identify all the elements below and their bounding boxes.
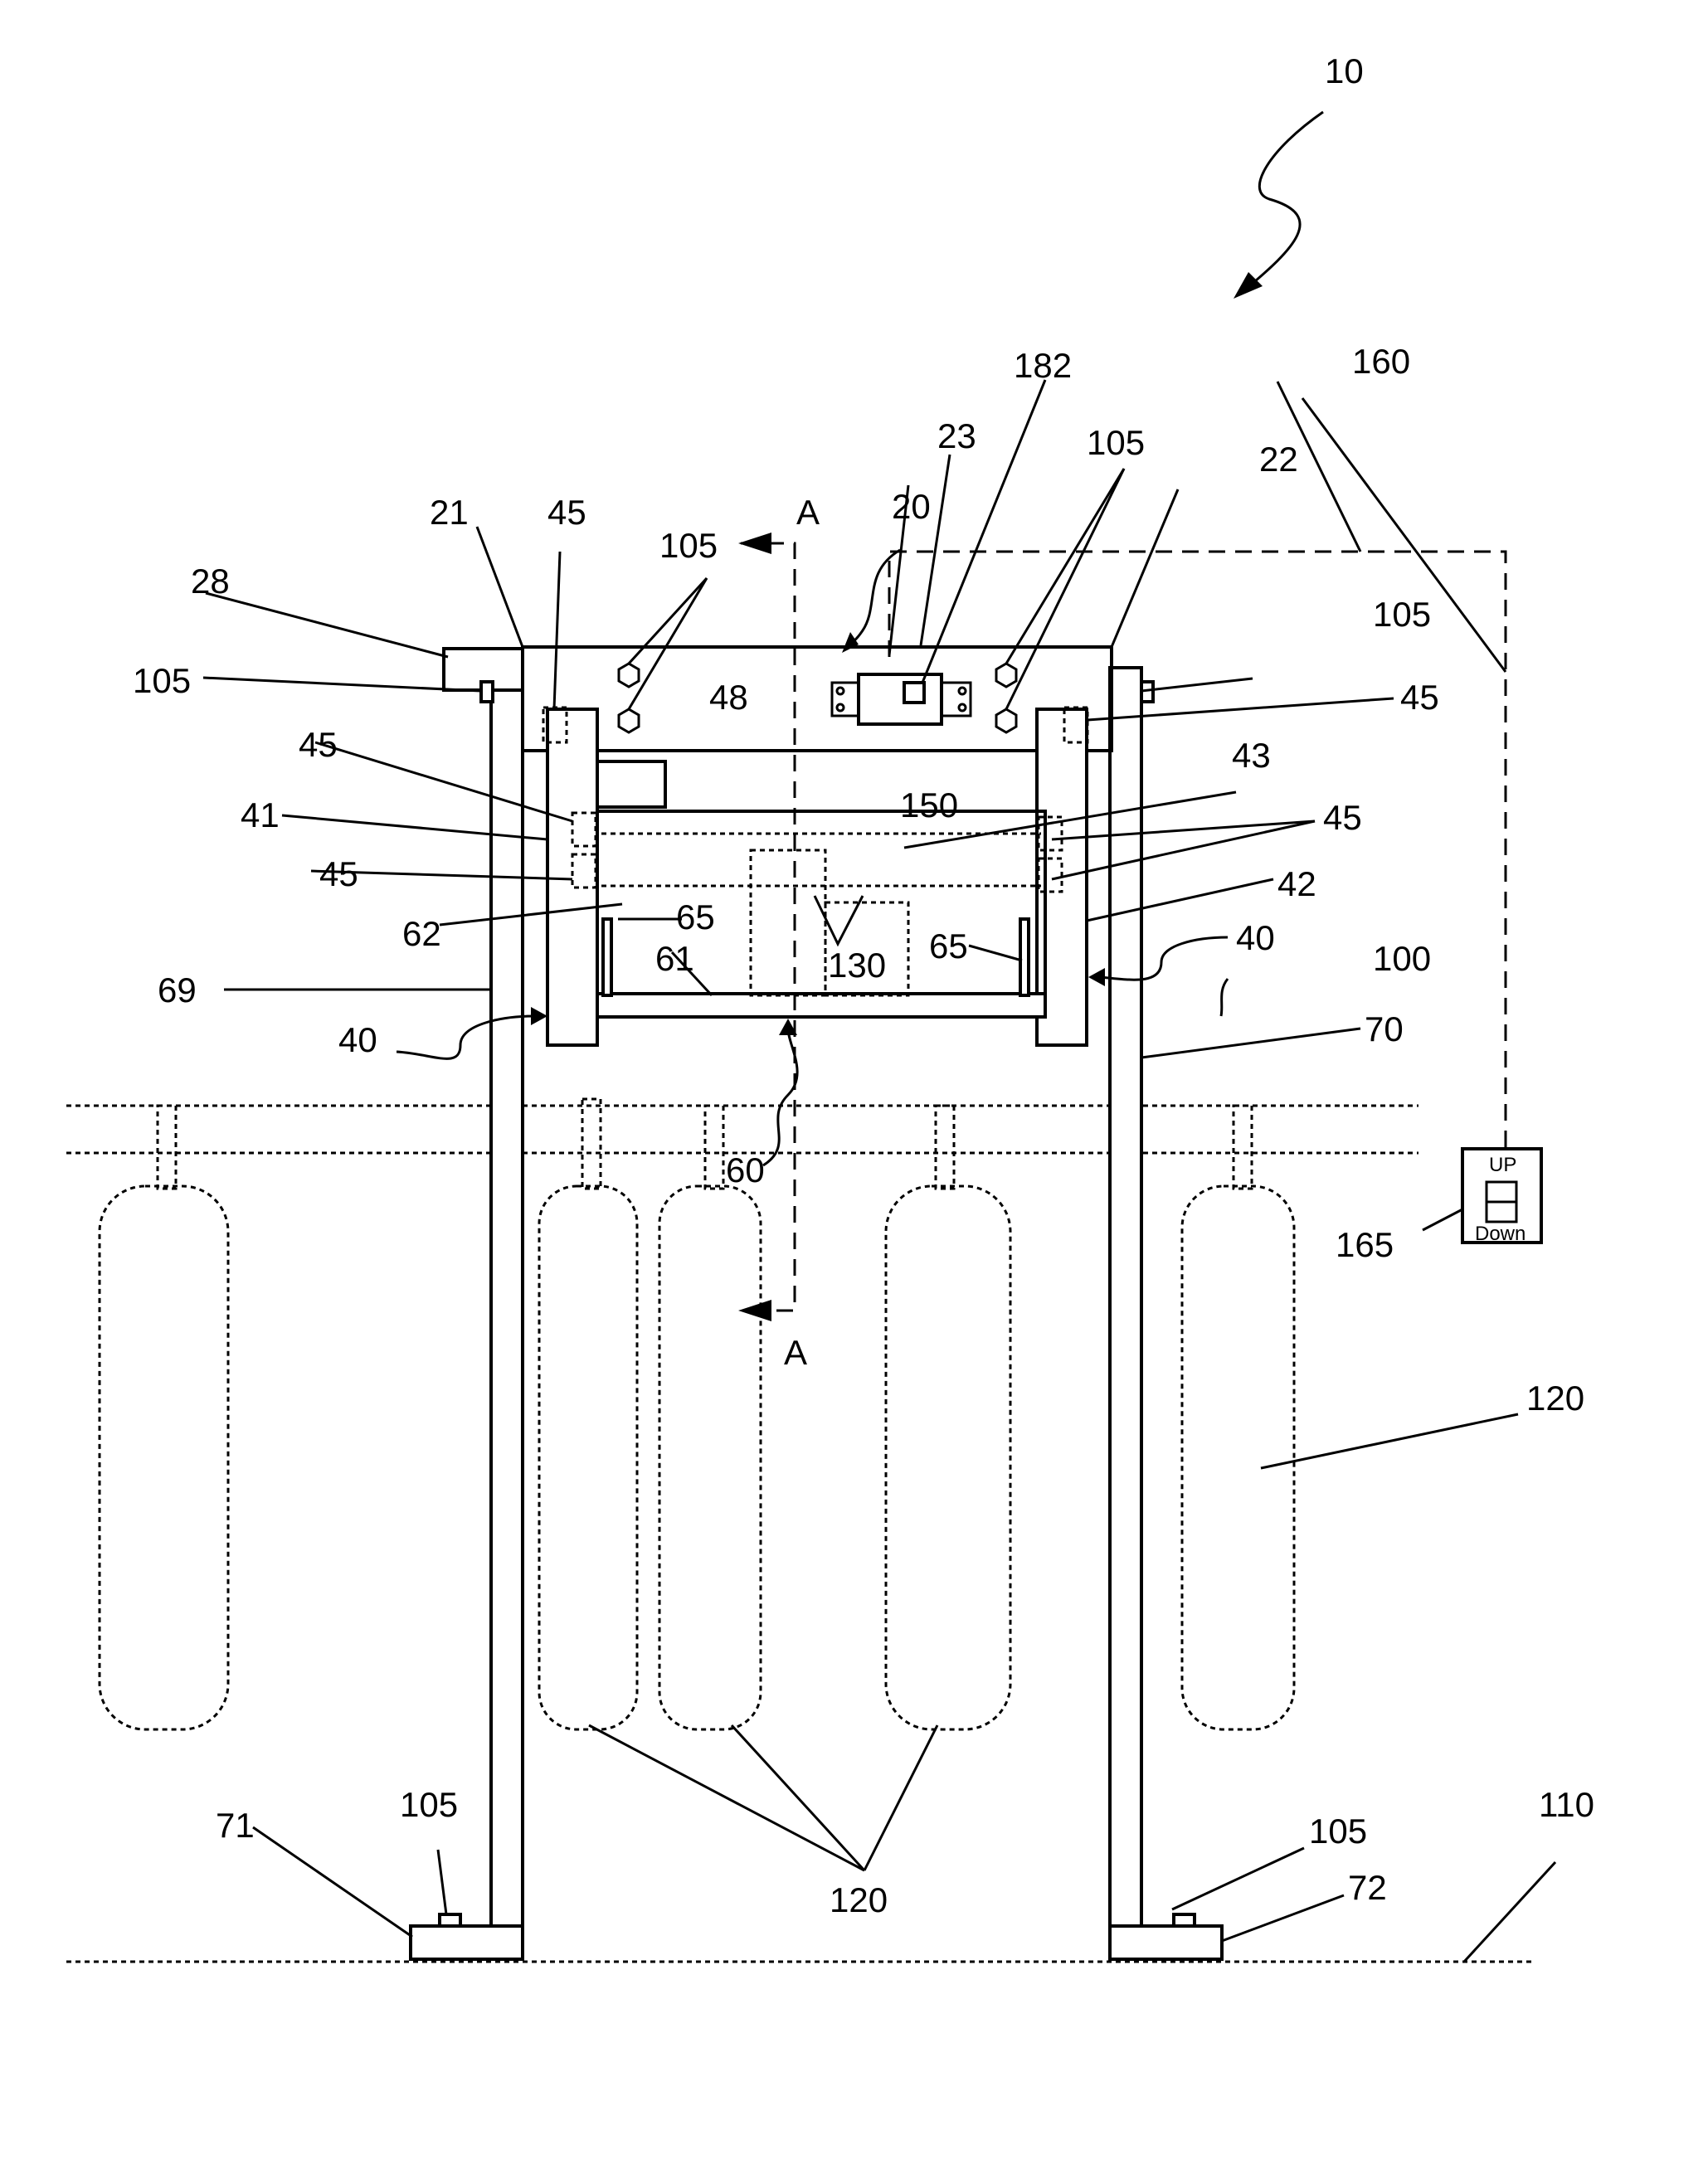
label-105-bottom-right: 105 [1309, 1812, 1367, 1851]
reference-arrow-10 [1234, 112, 1323, 299]
lift-bar-61 [597, 994, 1045, 1017]
label-105-top-left: 105 [659, 526, 718, 565]
top-beam [523, 647, 1112, 751]
left-foot [411, 1926, 523, 1959]
wiring-160 [889, 552, 1506, 1149]
label-105-left: 105 [133, 661, 191, 700]
label-45-right: 45 [1400, 678, 1439, 717]
controller-box [832, 674, 971, 724]
leader-lines [203, 380, 1555, 1962]
label-70: 70 [1365, 1009, 1404, 1048]
right-foot [1110, 1926, 1222, 1959]
right-foot-bolt [1174, 1914, 1195, 1926]
label-61: 61 [655, 939, 694, 978]
label-160: 160 [1352, 342, 1410, 381]
label-42: 42 [1277, 864, 1316, 903]
center-member [751, 850, 825, 995]
label-28: 28 [191, 562, 230, 601]
label-45-right-lower: 45 [1323, 798, 1362, 837]
label-130: 130 [828, 946, 886, 985]
label-section-A-top: A [796, 493, 820, 532]
left-upright [491, 668, 523, 1958]
label-22: 22 [1259, 440, 1298, 479]
label-40-right: 40 [1236, 918, 1275, 957]
label-section-A-bottom: A [784, 1333, 807, 1372]
left-bolt-105 [481, 682, 493, 702]
label-100: 100 [1373, 939, 1431, 978]
label-69: 69 [158, 970, 197, 1009]
label-182: 182 [1014, 346, 1072, 385]
label-48: 48 [709, 678, 748, 717]
label-20: 20 [892, 487, 931, 526]
left-foot-bolt [440, 1914, 460, 1926]
switch-down-label[interactable]: Down [1475, 1223, 1526, 1245]
label-43: 43 [1232, 736, 1271, 775]
label-72: 72 [1348, 1868, 1387, 1907]
left-post-65 [603, 919, 611, 995]
label-45-left-lower: 45 [319, 854, 358, 893]
label-10: 10 [1325, 51, 1364, 90]
label-62: 62 [402, 914, 441, 953]
label-150: 150 [900, 786, 958, 824]
label-110: 110 [1539, 1785, 1594, 1824]
label-40-left: 40 [338, 1020, 377, 1059]
label-165: 165 [1336, 1225, 1394, 1264]
label-105-bottom-left: 105 [400, 1785, 458, 1824]
left-carriage [547, 709, 597, 1045]
label-65-right: 65 [929, 927, 968, 965]
section-line-A [738, 533, 795, 1321]
block-48 [597, 761, 665, 807]
label-21: 21 [430, 493, 469, 532]
label-120-right: 120 [1526, 1379, 1584, 1418]
callout-labels: 10 182 160 23 105 22 21 45 A 20 105 28 1… [133, 51, 1594, 1919]
label-105-top-right: 105 [1087, 423, 1145, 462]
label-120-bottom: 120 [830, 1880, 888, 1919]
label-45-top-left: 45 [547, 493, 586, 532]
label-71: 71 [216, 1806, 255, 1845]
right-post-65 [1020, 919, 1029, 995]
rail-lines [66, 1106, 1418, 1153]
label-60: 60 [726, 1150, 765, 1189]
label-23: 23 [937, 416, 976, 455]
switch-up-label[interactable]: UP [1489, 1154, 1516, 1176]
label-105-right: 105 [1373, 595, 1431, 634]
beam-fasteners [619, 664, 1016, 732]
label-65-left: 65 [676, 897, 715, 936]
label-45-left-upper: 45 [299, 725, 338, 764]
label-41: 41 [241, 795, 280, 834]
